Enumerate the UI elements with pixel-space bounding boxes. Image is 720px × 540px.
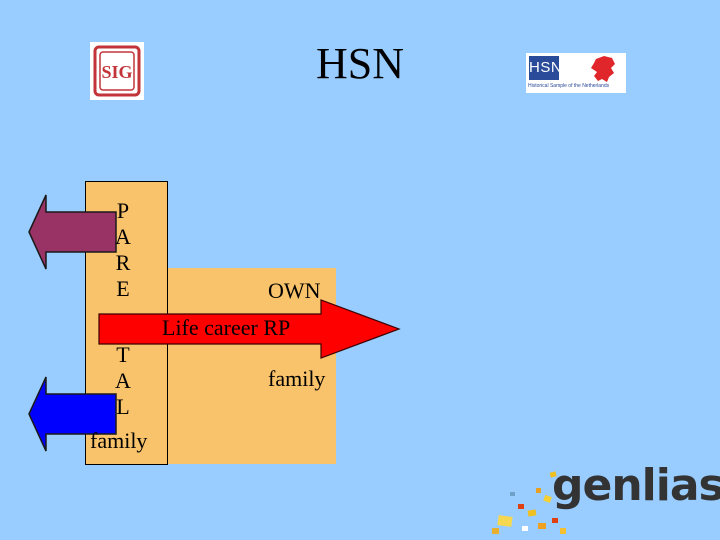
letter: L bbox=[116, 394, 130, 419]
parental-family-label: family bbox=[90, 428, 148, 453]
parent-letters-top: P A R E bbox=[88, 198, 158, 302]
life-career-arrow bbox=[98, 299, 401, 359]
genlias-confetti-icon bbox=[492, 471, 566, 534]
sig-logo-emblem: SIG bbox=[93, 45, 141, 97]
letter: A bbox=[115, 368, 131, 393]
letter: A bbox=[115, 224, 131, 249]
hsn-logo-tagline: Historical Sample of the Netherlands bbox=[528, 83, 610, 89]
own-label: OWN bbox=[268, 278, 321, 303]
letter: R bbox=[115, 250, 131, 275]
life-career-label: Life career RP bbox=[162, 315, 291, 340]
own-panel bbox=[168, 268, 336, 464]
netherlands-map-icon bbox=[591, 56, 615, 82]
parent-arrow-upper bbox=[28, 194, 117, 270]
letter: P bbox=[116, 198, 130, 223]
parent-letters-bottom: T A L bbox=[88, 342, 158, 420]
sig-logo-text: SIG bbox=[101, 62, 132, 82]
hsn-logo-abbr: HSN bbox=[529, 56, 562, 80]
own-family-label: family bbox=[268, 366, 326, 391]
slide-title: HSN bbox=[315, 39, 405, 88]
hsn-logo: HSN Historical Sample of the Netherlands bbox=[526, 53, 626, 93]
sig-logo: SIG bbox=[90, 42, 144, 100]
parent-arrow-lower bbox=[28, 376, 117, 452]
letter: T bbox=[116, 342, 130, 367]
letter: E bbox=[116, 276, 130, 301]
genlias-logo: genlias bbox=[552, 460, 720, 511]
